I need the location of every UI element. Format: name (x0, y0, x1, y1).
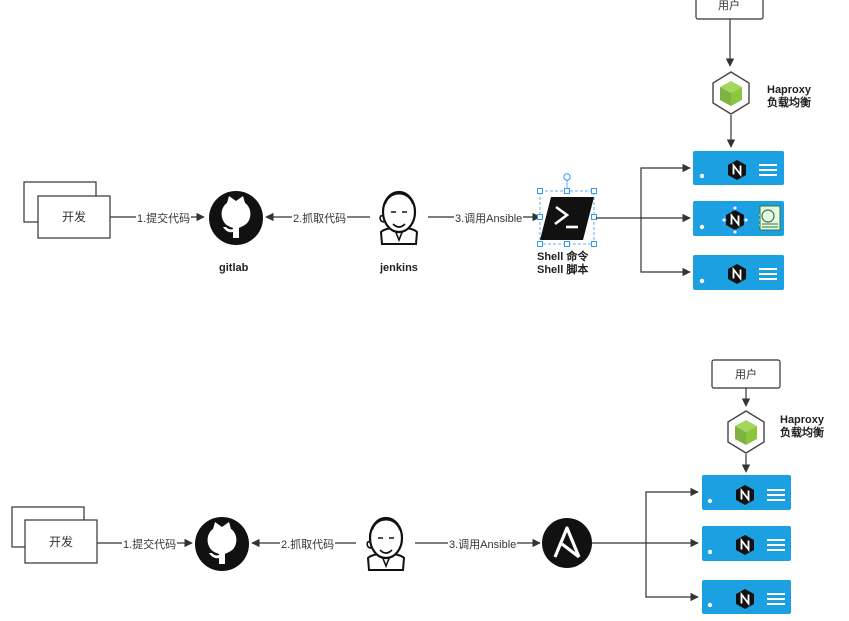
fanout-down (640, 218, 691, 277)
user-label: 用户 (735, 367, 757, 381)
edge-call-label: 3.调用Ansible (454, 210, 524, 226)
github-icon[interactable] (209, 191, 263, 245)
edge-commit-label: 1.提交代码 (136, 210, 192, 226)
bottom-diagram: 开发 用户 (11, 359, 791, 614)
shell-command-label: Shell 命令 (537, 251, 589, 263)
server-3[interactable] (702, 580, 791, 614)
server-2-selection (721, 205, 749, 235)
node-cube-icon[interactable] (712, 71, 750, 115)
user-label: 用户 (718, 0, 740, 12)
jenkins-icon[interactable] (366, 516, 406, 572)
top-diagram: 开发 (23, 0, 784, 290)
dev-label: 开发 (49, 534, 73, 549)
ansible-icon[interactable] (542, 518, 592, 568)
haproxy-label: Haproxy (780, 414, 825, 426)
sheet-overlay-icon[interactable] (759, 205, 781, 231)
server-2[interactable] (702, 526, 791, 561)
fanout-up (645, 487, 699, 543)
jenkins-icon[interactable] (379, 190, 419, 246)
haproxy-label: Haproxy (767, 84, 812, 96)
jenkins-label: jenkins (380, 262, 418, 274)
node-cube-icon[interactable] (727, 410, 765, 454)
dev-box[interactable] (37, 195, 111, 239)
edge-fetch-label: 2.抓取代码 (292, 210, 348, 226)
haproxy-desc-label: 负载均衡 (780, 427, 824, 439)
selection-handles (537, 173, 597, 247)
server-3[interactable] (693, 255, 784, 290)
server-1[interactable] (702, 475, 791, 510)
fanout-down (645, 543, 699, 602)
edge-fetch-label: 2.抓取代码 (280, 536, 336, 552)
fanout-up (640, 163, 691, 218)
server-1[interactable] (693, 151, 784, 185)
edge-commit-label: 1.提交代码 (122, 536, 178, 552)
dev-label: 开发 (62, 209, 86, 224)
gitlab-label: gitlab (219, 262, 249, 274)
github-icon[interactable] (195, 517, 249, 571)
shell-script-label: Shell 脚本 (537, 264, 589, 276)
dev-box[interactable] (24, 519, 98, 564)
powershell-icon[interactable] (540, 197, 594, 240)
haproxy-desc-label: 负载均衡 (767, 97, 811, 109)
edge-call-label: 3.调用Ansible (448, 536, 518, 552)
